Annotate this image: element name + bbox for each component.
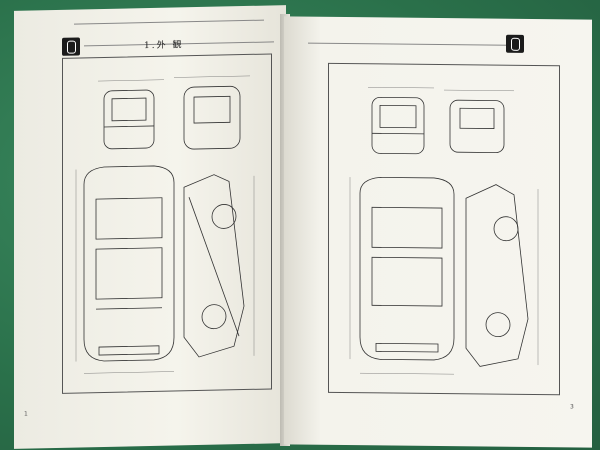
right-page: 3: [284, 16, 592, 448]
car-dimension-diagram-left: [75, 75, 255, 374]
car-dimension-diagram-right: [349, 87, 539, 375]
page-number: 3: [570, 403, 574, 411]
page-number: 1: [24, 410, 28, 418]
left-page: 1.外 観 1: [14, 5, 286, 449]
